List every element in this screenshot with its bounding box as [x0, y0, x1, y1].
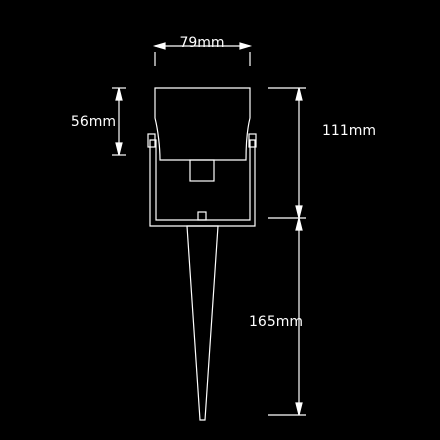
upper-height-label: 111mm [322, 123, 376, 139]
spike-height-label: 165mm [249, 314, 303, 330]
mounting-bracket [149, 139, 256, 227]
bracket-clip [197, 211, 207, 221]
ground-spike [186, 225, 219, 421]
right-pivot [248, 133, 257, 148]
head-height-dimension [112, 87, 126, 156]
width-dimension [152, 42, 253, 66]
left-pivot [147, 133, 156, 148]
width-label: 79mm [179, 35, 224, 51]
spike-height-dimension [268, 217, 306, 416]
upper-height-dimension [268, 87, 306, 219]
head-height-label: 56mm [71, 114, 116, 130]
center-pin [189, 159, 215, 182]
lamp-head [154, 87, 251, 161]
